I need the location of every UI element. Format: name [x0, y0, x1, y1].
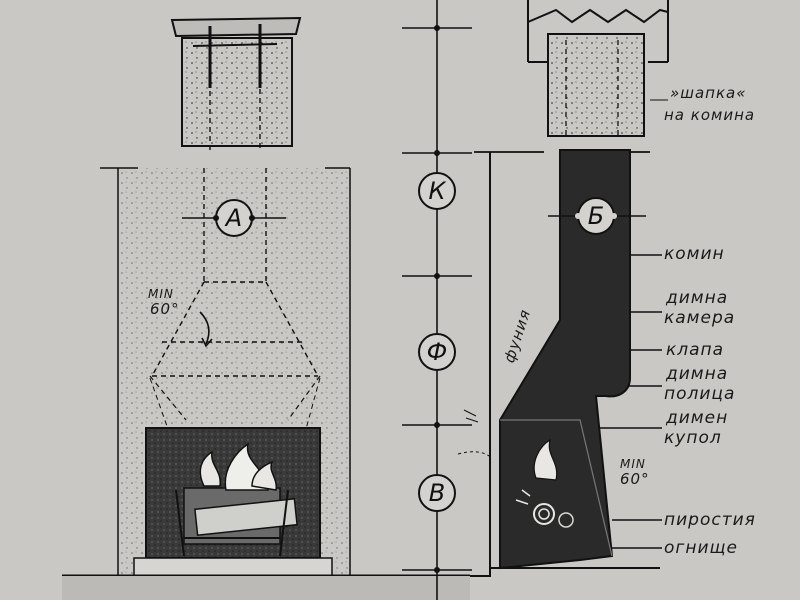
dimna-kamera-label-1: димна [666, 288, 729, 308]
min-angle-label-left-1: MIN [148, 287, 174, 301]
dimna-kamera-label-2: камера [664, 308, 736, 328]
dimna-polica-label-2: полица [664, 384, 736, 404]
front-view [62, 16, 470, 600]
chimney-cap-left [170, 16, 302, 38]
circle-v-marker [418, 474, 456, 512]
circle-a-label: A [225, 204, 243, 232]
hearth-left [133, 557, 333, 577]
chimney-cap-right [527, 8, 669, 24]
circle-f-label: Ф [426, 338, 448, 366]
pirostia-label: пиростия [664, 510, 756, 530]
circle-f-marker [418, 333, 456, 371]
dimension-axis [402, 0, 472, 600]
dimen-kupol-label-2: купол [664, 428, 722, 448]
circle-b-marker [548, 197, 646, 235]
circle-v-label: В [428, 479, 446, 507]
section-view [457, 0, 669, 577]
min-angle-label-right-1: MIN [620, 457, 646, 471]
circle-a-marker [182, 199, 286, 237]
chimney-stack-left [181, 37, 293, 147]
flame-right [533, 438, 558, 481]
komin-label: комин [664, 244, 725, 264]
shapka-label-1: »шапка« [670, 84, 747, 102]
circle-k-marker [418, 172, 456, 210]
flame-left [199, 450, 221, 487]
min-angle-label-left-2: 60° [150, 300, 180, 318]
dimen-kupol-label-1: димен [666, 408, 729, 428]
ognishte-label: огнище [664, 538, 738, 558]
circle-k-label: К [428, 177, 446, 205]
klapa-label: клапа [666, 340, 725, 360]
section-body [499, 149, 631, 570]
shapka-label-2: на комина [664, 106, 756, 124]
min-angle-label-right-2: 60° [620, 470, 650, 488]
chimney-stack-right [547, 33, 645, 137]
dimna-polica-label-1: димна [666, 364, 729, 384]
circle-b-label: Б [587, 202, 605, 230]
